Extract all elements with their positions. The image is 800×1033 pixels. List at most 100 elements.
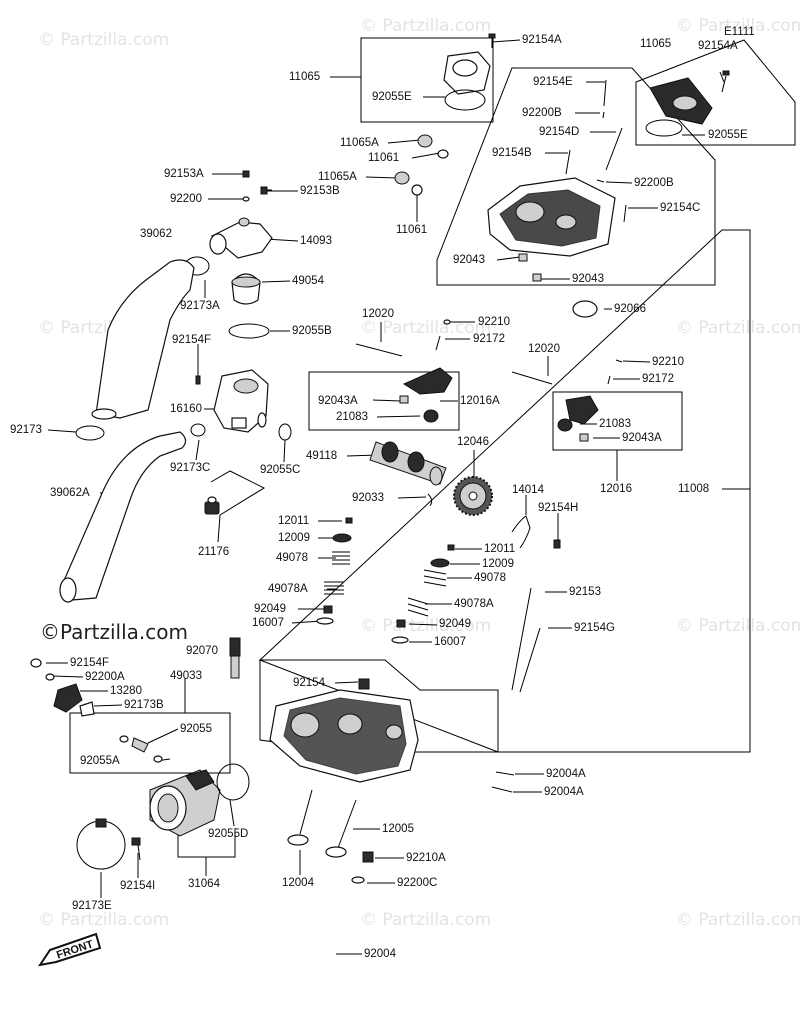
part-label[interactable]: 92210 [652, 356, 684, 368]
part-label[interactable]: 39062A [50, 487, 90, 499]
part-label[interactable]: 12005 [382, 823, 414, 835]
part-label[interactable]: 49118 [306, 450, 338, 462]
part-label[interactable]: 16007 [252, 617, 284, 629]
part-label[interactable]: 12011 [484, 543, 516, 555]
part-label[interactable]: 92154F [172, 334, 212, 346]
part-label[interactable]: 92055B [292, 325, 332, 337]
part-label[interactable]: 12004 [282, 877, 314, 889]
part-label[interactable]: 92173E [72, 900, 112, 912]
part-label[interactable]: 12016 [600, 483, 632, 495]
part-label[interactable]: 92154G [574, 622, 615, 634]
part-label[interactable]: 11065A [340, 137, 379, 149]
cover-bolts [565, 79, 627, 223]
part-label[interactable]: 49078 [276, 552, 308, 564]
part-label[interactable]: 12011 [278, 515, 310, 527]
valve-12004 [287, 789, 313, 846]
part-label[interactable]: 92154A [698, 40, 738, 52]
part-label[interactable]: 92004A [544, 786, 584, 798]
part-label[interactable]: 12016A [460, 395, 500, 407]
part-label[interactable]: 92200B [522, 107, 562, 119]
part-label[interactable]: 12009 [482, 558, 514, 570]
part-label[interactable]: 92055E [708, 129, 748, 141]
part-label[interactable]: 92043 [453, 254, 485, 266]
part-label[interactable]: 92200 [170, 193, 202, 205]
group-box-12016a [308, 371, 460, 431]
watermark: © Partzilla.com [360, 318, 492, 338]
cylinder-head [269, 678, 419, 783]
part-label[interactable]: 92070 [186, 645, 218, 657]
part-label[interactable]: 11065A [318, 171, 357, 183]
part-label[interactable]: 39062 [140, 228, 172, 240]
part-label[interactable]: 49078A [268, 583, 308, 595]
part-label[interactable]: 92154A [522, 34, 562, 46]
part-label[interactable]: 92154C [660, 202, 701, 214]
part-label[interactable]: 12020 [528, 343, 560, 355]
part-label[interactable]: 92154E [533, 76, 573, 88]
part-label[interactable]: 92154F [70, 657, 110, 669]
part-label[interactable]: 11061 [368, 152, 400, 164]
valve-springs-center [391, 544, 455, 644]
part-label[interactable]: 92173A [180, 300, 220, 312]
part-label[interactable]: 49033 [170, 670, 202, 682]
part-label[interactable]: 92154I [120, 880, 156, 892]
part-label[interactable]: 31064 [188, 878, 220, 890]
part-label[interactable]: 11008 [678, 483, 710, 495]
part-label[interactable]: 92055 [180, 723, 212, 735]
part-label[interactable]: 14093 [300, 235, 332, 247]
part-label[interactable]: 92200C [397, 877, 438, 889]
part-label[interactable]: 92153 [569, 586, 601, 598]
bolt-92153 [511, 587, 532, 691]
rocker-shaft-12020-right [511, 371, 553, 385]
part-label[interactable]: 21083 [336, 411, 368, 423]
part-label[interactable]: 92154D [539, 126, 580, 138]
part-label[interactable]: 92049 [254, 603, 286, 615]
part-label[interactable]: 92066 [614, 303, 646, 315]
part-label[interactable]: 16007 [434, 636, 466, 648]
part-label[interactable]: 92200A [85, 671, 125, 683]
part-label[interactable]: 92154H [538, 502, 579, 514]
group-box-49033 [69, 712, 231, 774]
part-label[interactable]: 92153A [164, 168, 204, 180]
part-label[interactable]: 92033 [352, 492, 384, 504]
part-label[interactable]: 92043A [318, 395, 358, 407]
part-label[interactable]: 11061 [396, 224, 428, 236]
part-label[interactable]: 21176 [198, 546, 230, 558]
part-label[interactable]: 92043A [622, 432, 662, 444]
part-label[interactable]: 92154B [492, 147, 532, 159]
part-label[interactable]: 92055E [372, 91, 412, 103]
part-label[interactable]: 49054 [292, 275, 324, 287]
part-label[interactable]: 92055C [260, 464, 301, 476]
part-label[interactable]: 92200B [634, 177, 674, 189]
pipe-14093 [209, 217, 273, 259]
part-label[interactable]: 92004A [546, 768, 586, 780]
part-label[interactable]: 92004 [364, 948, 396, 960]
part-label[interactable]: 12009 [278, 532, 310, 544]
part-label[interactable]: 14014 [512, 484, 544, 496]
part-label[interactable]: 49078A [454, 598, 494, 610]
part-label[interactable]: 92173B [124, 699, 164, 711]
part-label[interactable]: 92210 [478, 316, 510, 328]
part-label[interactable]: 12046 [457, 436, 489, 448]
part-label[interactable]: 92173C [170, 462, 211, 474]
part-label[interactable]: 49078 [474, 572, 506, 584]
part-label[interactable]: 92055A [80, 755, 120, 767]
sensor-21176 [204, 496, 220, 515]
o-ring-92055b [228, 323, 270, 339]
part-label[interactable]: 12020 [362, 308, 394, 320]
part-label[interactable]: 92172 [642, 373, 674, 385]
thermostat-49054 [231, 273, 261, 305]
part-label[interactable]: 13280 [110, 685, 142, 697]
part-label[interactable]: 92172 [473, 333, 505, 345]
part-label[interactable]: 92210A [406, 852, 446, 864]
part-label[interactable]: 92154 [293, 677, 325, 689]
part-label[interactable]: 92055D [208, 828, 249, 840]
part-label[interactable]: 92153B [300, 185, 340, 197]
part-label[interactable]: 92173 [10, 424, 42, 436]
part-label[interactable]: 92043 [572, 273, 604, 285]
part-label[interactable]: 11065 [640, 38, 672, 50]
part-label[interactable]: 16160 [170, 403, 202, 415]
part-label[interactable]: 21083 [599, 418, 631, 430]
part-label[interactable]: 92049 [439, 618, 471, 630]
group-box-cover [436, 67, 716, 286]
part-label[interactable]: 11065 [289, 71, 321, 83]
